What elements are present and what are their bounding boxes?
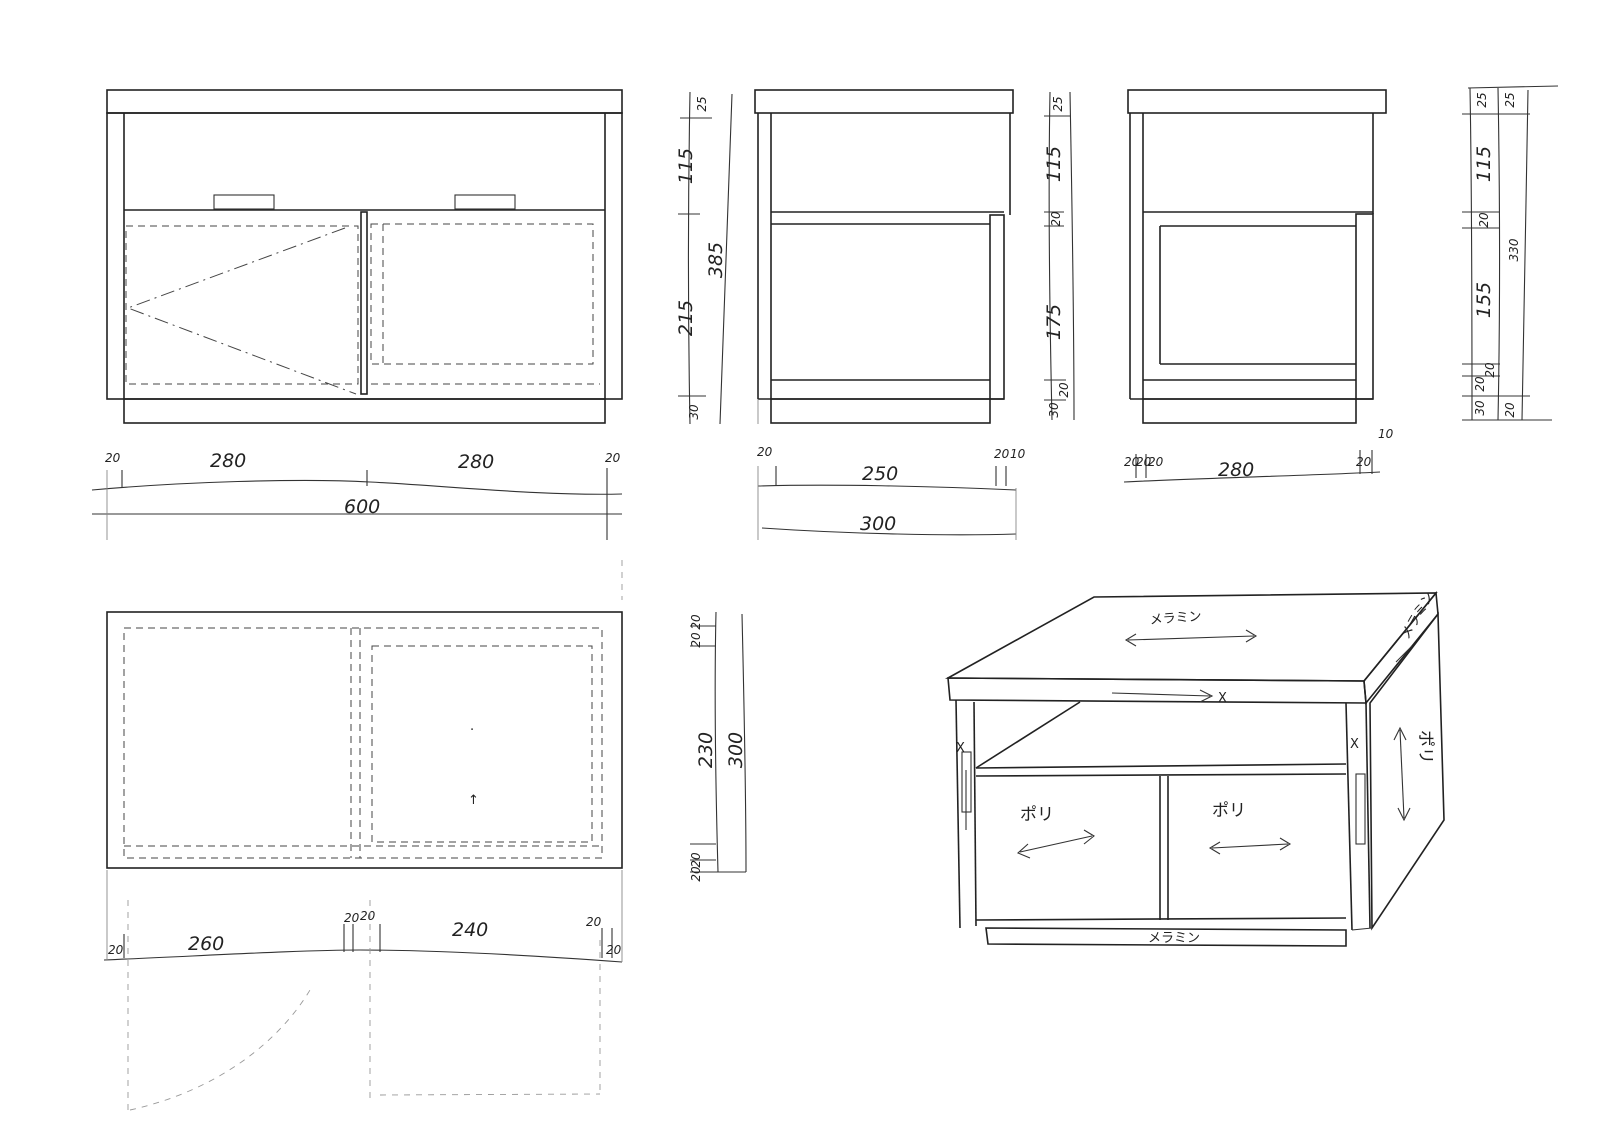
side2-height-dimension: 25 25 115 20 330 155 30 20 20 20 bbox=[1462, 85, 1559, 421]
dim-front-h-1: 115 bbox=[675, 148, 697, 184]
iso-plinth bbox=[985, 927, 1347, 947]
iso-label-top-front: メラミン bbox=[1398, 589, 1437, 642]
front-elevation bbox=[106, 89, 623, 424]
door-left-swing bbox=[126, 227, 357, 395]
dim-front-h-3: 30 bbox=[687, 404, 701, 420]
dim-side2-h-3: 20 bbox=[1477, 212, 1491, 228]
dim-plan-w-0: 20 bbox=[108, 943, 124, 957]
dim-side1-w-0: 20 bbox=[757, 445, 773, 459]
door-divider bbox=[360, 211, 368, 395]
dim-plan-w-2: 20 bbox=[344, 911, 360, 925]
dim-side2-w-3: 280 bbox=[1218, 459, 1254, 481]
dim-side1-h-2: 20 bbox=[1049, 211, 1063, 227]
construction-lines bbox=[127, 560, 623, 1112]
side-view-1 bbox=[754, 89, 1014, 424]
dim-front-w-1: 280 bbox=[210, 450, 246, 472]
iso-label-x-left: X bbox=[956, 741, 965, 756]
dim-plan-w-5: 20 bbox=[586, 915, 602, 929]
dim-side2-w-1: 20 bbox=[1136, 455, 1152, 469]
dim-plan-d-5: 20 bbox=[689, 866, 703, 882]
dim-side2-w-5: 10 bbox=[1378, 427, 1394, 441]
iso-label-x-right: X bbox=[1350, 737, 1359, 752]
dim-side2-h-0: 25 bbox=[1475, 92, 1489, 107]
plan-depth-dimension: 20 20 230 300 20 20 bbox=[689, 611, 747, 882]
handle-right bbox=[454, 194, 516, 210]
iso-label-door-right: ポリ bbox=[1212, 801, 1246, 821]
dim-side2-h-9: 20 bbox=[1503, 402, 1517, 418]
dim-front-h-0: 25 bbox=[695, 96, 709, 111]
dim-side2-h-1: 25 bbox=[1503, 92, 1517, 107]
front-height-dimension: 25 115 215 30 385 bbox=[675, 91, 733, 425]
plan-view: ↑ · bbox=[106, 611, 623, 869]
dim-side1-h-4: 30 bbox=[1047, 402, 1061, 418]
dim-front-h-2: 215 bbox=[675, 300, 697, 336]
door-right-outline bbox=[370, 223, 594, 365]
handle-left bbox=[213, 194, 275, 210]
front-carcass bbox=[106, 112, 623, 400]
dim-plan-d-1: 20 bbox=[689, 632, 703, 648]
dim-plan-d-0: 20 bbox=[689, 614, 703, 630]
plan-dot: · bbox=[470, 723, 474, 738]
front-plinth bbox=[123, 398, 606, 424]
front-top-board bbox=[106, 89, 623, 114]
iso-label-door-left: ポリ bbox=[1020, 805, 1054, 825]
dim-side2-w-4: 20 bbox=[1356, 455, 1372, 469]
side1-height-dimension: 25 115 20 175 30 20 bbox=[1043, 91, 1075, 421]
dim-side1-h-0: 25 bbox=[1051, 96, 1065, 111]
dim-side2-h-8: 20 bbox=[1483, 362, 1497, 378]
side-view-2 bbox=[1127, 89, 1387, 424]
dim-plan-w-3: 20 bbox=[360, 909, 376, 923]
side2-door-edge bbox=[1355, 213, 1374, 400]
dim-side2-h-6: 30 bbox=[1473, 400, 1487, 416]
side1-door-edge bbox=[989, 214, 1005, 400]
side1-top-board bbox=[754, 89, 1014, 114]
iso-label-side: ポリ bbox=[1415, 730, 1435, 764]
dim-plan-d-3: 300 bbox=[725, 732, 747, 768]
side2-width-dimension: 20 20 20 280 20 10 bbox=[1123, 427, 1394, 483]
dim-side2-w-0: 20 bbox=[1124, 455, 1140, 469]
door-left-outline bbox=[125, 225, 359, 385]
iso-label-x-top: X bbox=[1218, 691, 1227, 706]
plan-width-dimension: 20 260 20 20 240 20 20 bbox=[103, 870, 623, 963]
dim-side2-h-7: 20 bbox=[1473, 376, 1487, 392]
plan-arrow-mark: ↑ bbox=[468, 793, 479, 808]
dim-side1-w-1: 250 bbox=[862, 463, 898, 485]
iso-sketch bbox=[944, 590, 1445, 947]
side1-width-dimension: 20 250 20 10 300 bbox=[757, 445, 1026, 540]
plan-outline bbox=[106, 611, 623, 869]
dim-side2-h-2: 115 bbox=[1473, 146, 1495, 182]
iso-label-top-grain: メラミン bbox=[1149, 609, 1202, 628]
dim-front-w-2: 280 bbox=[458, 451, 494, 473]
dim-side2-h-4: 330 bbox=[1507, 238, 1521, 261]
dim-side1-h-5: 20 bbox=[1057, 382, 1071, 398]
dim-plan-w-4: 240 bbox=[452, 919, 488, 941]
dim-plan-d-2: 230 bbox=[695, 732, 717, 768]
iso-top-front-edge bbox=[947, 677, 1367, 704]
front-width-dimension: 20 280 280 20 600 bbox=[91, 450, 623, 540]
dim-front-w-0: 20 bbox=[105, 451, 121, 465]
dim-side1-w-total: 300 bbox=[860, 513, 896, 535]
dim-plan-w-1: 260 bbox=[188, 933, 224, 955]
iso-top-surface bbox=[944, 592, 1438, 682]
dim-side1-w-3: 10 bbox=[1010, 447, 1026, 461]
side1-plinth bbox=[770, 398, 991, 424]
dim-front-w-total: 600 bbox=[344, 496, 380, 518]
dim-plan-w-6: 20 bbox=[606, 943, 622, 957]
dim-side2-h-5: 155 bbox=[1473, 282, 1495, 318]
iso-label-bottom: メラミン bbox=[1148, 931, 1200, 946]
side2-top-board bbox=[1127, 89, 1387, 114]
dim-front-h-total: 385 bbox=[705, 242, 727, 278]
dim-side1-w-2: 20 bbox=[994, 447, 1010, 461]
dim-front-w-3: 20 bbox=[605, 451, 621, 465]
side2-plinth bbox=[1142, 398, 1357, 424]
dim-side2-w-2: 20 bbox=[1148, 455, 1164, 469]
dim-side1-h-1: 115 bbox=[1043, 146, 1065, 182]
iso-side-panel bbox=[1369, 611, 1445, 931]
dim-side1-h-3: 175 bbox=[1043, 304, 1065, 340]
dim-plan-d-4: 20 bbox=[689, 852, 703, 868]
